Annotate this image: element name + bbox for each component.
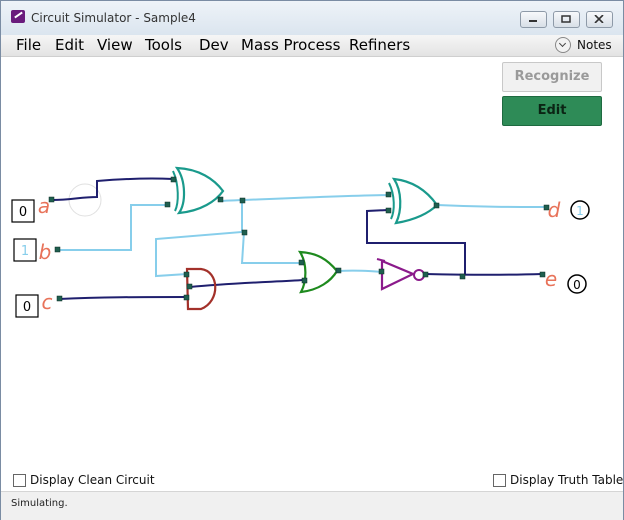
output-d[interactable]: d 1 xyxy=(548,198,590,222)
status-bar: Simulating. xyxy=(1,491,623,520)
menu-tools[interactable]: Tools xyxy=(145,36,182,54)
menu-bar: File Edit View Tools Dev Mass Process Re… xyxy=(1,35,623,57)
display-clean-circuit-checkbox[interactable]: Display Clean Circuit xyxy=(13,473,163,489)
menu-mass-process[interactable]: Mass Process xyxy=(241,36,341,54)
checkbox-icon xyxy=(13,474,26,487)
display-truth-table-label: Display Truth Table xyxy=(510,473,624,487)
output-d-value: 1 xyxy=(576,204,584,218)
and-gate[interactable] xyxy=(185,267,217,311)
minimize-button[interactable] xyxy=(520,11,547,28)
input-a-value: 0 xyxy=(19,205,27,220)
input-b-value: 1 xyxy=(21,244,29,259)
input-b[interactable]: 1 b xyxy=(13,238,52,264)
close-button[interactable] xyxy=(586,11,613,28)
status-text: Simulating. xyxy=(11,498,68,509)
close-icon xyxy=(594,15,604,23)
low-wires xyxy=(51,177,543,300)
menu-edit[interactable]: Edit xyxy=(55,36,85,54)
maximize-button[interactable] xyxy=(553,11,580,28)
notes-label: Notes xyxy=(577,38,612,52)
title-bar: Circuit Simulator - Sample4 xyxy=(1,1,623,35)
or-gate-2[interactable] xyxy=(297,250,339,294)
display-truth-table-checkbox[interactable]: Display Truth Table xyxy=(493,473,623,489)
output-e[interactable]: e 0 xyxy=(545,267,587,294)
app-icon xyxy=(11,10,25,23)
checkbox-icon xyxy=(493,474,506,487)
input-c-value: 0 xyxy=(23,300,31,315)
maximize-icon xyxy=(561,15,571,23)
high-wires xyxy=(57,194,548,278)
display-clean-circuit-label: Display Clean Circuit xyxy=(30,473,155,487)
input-a-label: a xyxy=(38,194,50,218)
menu-file[interactable]: File xyxy=(16,36,42,54)
input-b-label: b xyxy=(39,240,52,264)
circuit-canvas[interactable]: 0 a 1 b 0 c xyxy=(1,57,623,467)
output-e-value: 0 xyxy=(573,278,581,292)
window-title: Circuit Simulator - Sample4 xyxy=(31,11,196,25)
or-gate-3[interactable] xyxy=(388,177,439,225)
edit-button[interactable]: Edit xyxy=(502,96,602,126)
connection-points xyxy=(48,176,550,302)
output-e-label: e xyxy=(545,267,557,291)
menu-dev[interactable]: Dev xyxy=(199,36,229,54)
notes-toggle[interactable]: Notes xyxy=(555,35,612,56)
input-c[interactable]: 0 c xyxy=(15,290,53,318)
menu-view[interactable]: View xyxy=(97,36,133,54)
input-c-label: c xyxy=(42,290,53,314)
menu-refiners[interactable]: Refiners xyxy=(349,36,411,54)
input-a[interactable]: 0 a xyxy=(11,194,50,223)
output-d-label: d xyxy=(548,198,561,222)
recognize-button[interactable]: Recognize xyxy=(502,62,602,92)
minimize-icon xyxy=(529,20,537,22)
or-gate-1[interactable] xyxy=(172,166,225,215)
not-gate[interactable] xyxy=(376,258,425,291)
chevron-down-icon xyxy=(555,37,571,53)
